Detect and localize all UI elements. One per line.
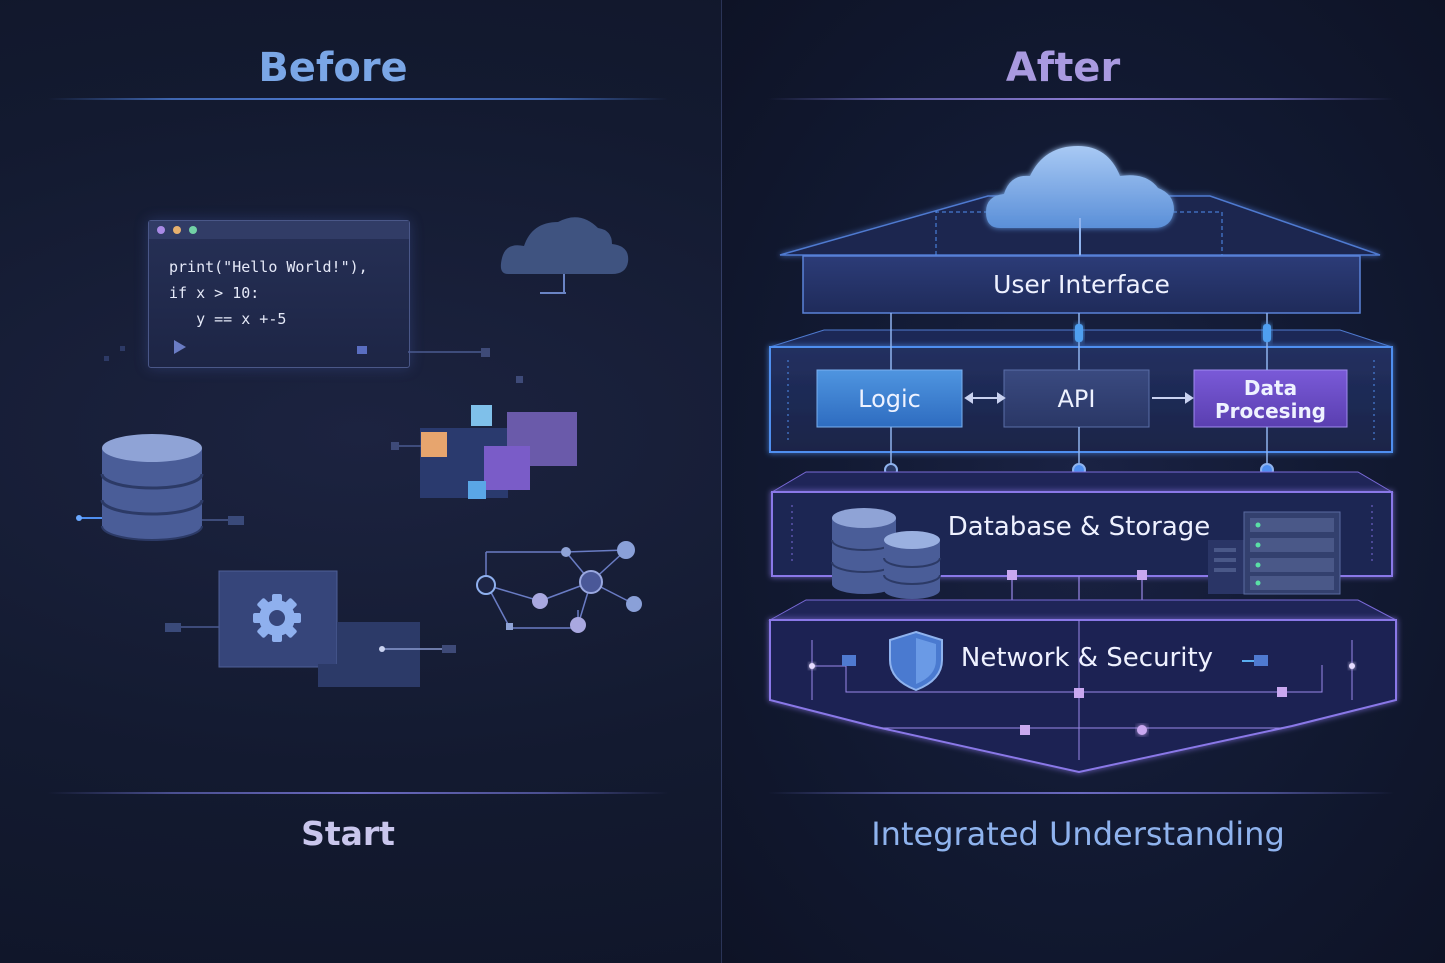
before-footer-rule bbox=[48, 792, 668, 794]
architecture-stack bbox=[768, 146, 1397, 774]
integrated-understanding-label: Integrated Understanding bbox=[871, 815, 1285, 853]
gear-icon bbox=[253, 594, 301, 642]
user-interface-layer bbox=[802, 255, 1361, 314]
code-window-connector-node bbox=[357, 346, 367, 354]
network-graph-icon bbox=[485, 549, 635, 629]
network-security-label: Network & Security bbox=[960, 643, 1214, 673]
before-title-rule bbox=[48, 98, 668, 100]
database-cylinders-icon bbox=[831, 508, 941, 599]
network-graph-nodes bbox=[476, 541, 642, 633]
data-processing-line-1: Data bbox=[1243, 375, 1298, 400]
database-storage-label: Database & Storage bbox=[947, 512, 1211, 542]
data-processing-label: Data Procesing bbox=[1194, 372, 1347, 427]
after-title-rule bbox=[768, 98, 1394, 100]
after-footer-rule bbox=[768, 792, 1394, 794]
blocks-cluster bbox=[391, 405, 577, 499]
start-label: Start bbox=[301, 814, 395, 853]
logic-box bbox=[816, 369, 963, 428]
api-label: API bbox=[1057, 384, 1096, 413]
cloud-icon bbox=[986, 146, 1174, 256]
api-box bbox=[1003, 369, 1150, 428]
window-dot-green bbox=[189, 226, 197, 234]
logic-label: Logic bbox=[858, 384, 921, 413]
data-processing-line-2: Procesing bbox=[1215, 398, 1326, 423]
code-line-2: if x > 10: bbox=[169, 284, 260, 302]
play-icon bbox=[174, 340, 186, 354]
before-illustrations bbox=[76, 217, 642, 687]
before-title: Before bbox=[258, 45, 408, 91]
code-line-3: y == x +-5 bbox=[169, 310, 287, 328]
code-line-1: print("Hello World!"), bbox=[169, 258, 368, 276]
server-rack-icon bbox=[1208, 511, 1341, 595]
code-window-titlebar bbox=[149, 221, 409, 239]
user-interface-label: User Interface bbox=[993, 270, 1170, 299]
shield-icon bbox=[889, 630, 943, 692]
window-dot-orange bbox=[173, 226, 181, 234]
settings-window bbox=[165, 570, 456, 687]
data-processing-box bbox=[1193, 369, 1348, 428]
database-icon bbox=[100, 434, 204, 541]
cloud-icon bbox=[500, 217, 629, 294]
window-dot-purple bbox=[157, 226, 165, 234]
after-panel: After bbox=[722, 0, 1445, 963]
after-title: After bbox=[1005, 45, 1121, 91]
code-window: print("Hello World!"), if x > 10: y == x… bbox=[148, 220, 410, 368]
before-panel: Before print("Hello World!"), if x > 10:… bbox=[0, 0, 722, 963]
